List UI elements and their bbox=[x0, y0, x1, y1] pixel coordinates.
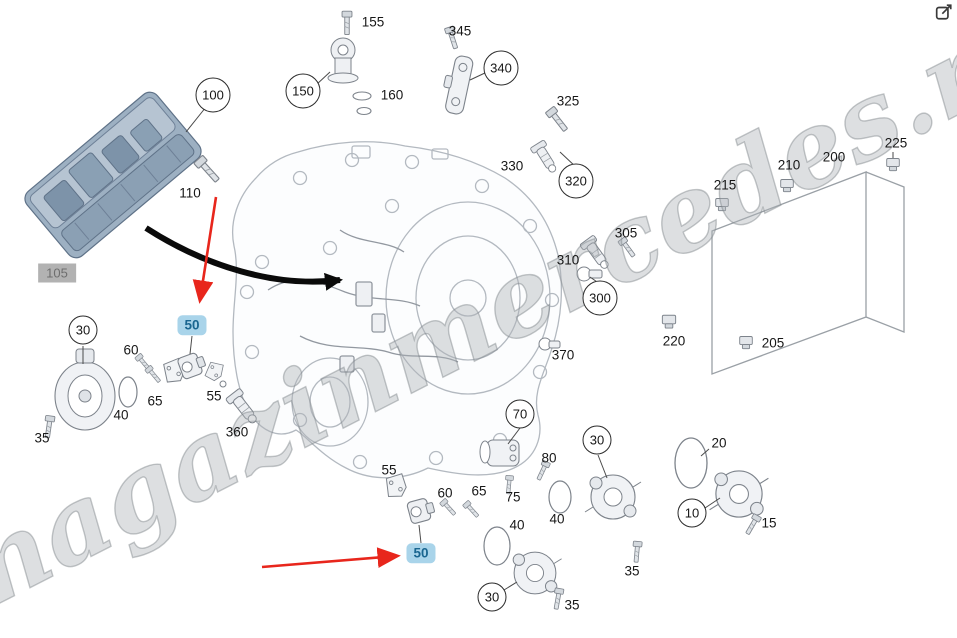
part-callout-75: 75 bbox=[505, 489, 521, 505]
part-callout-50-highlighted[interactable]: 50 bbox=[406, 543, 436, 563]
part-callout-320[interactable]: 320 bbox=[558, 163, 594, 199]
part-callout-105: 105 bbox=[38, 263, 76, 283]
part-callout-150[interactable]: 150 bbox=[285, 73, 321, 109]
part-callout-55: 55 bbox=[381, 462, 397, 478]
open-in-new-icon[interactable] bbox=[935, 3, 953, 21]
part-callout-215: 215 bbox=[713, 177, 737, 193]
part-callout-10[interactable]: 10 bbox=[677, 498, 707, 528]
part-callout-225: 225 bbox=[884, 135, 908, 151]
part-callout-50-highlighted[interactable]: 50 bbox=[177, 315, 207, 335]
part-callout-110: 110 bbox=[179, 185, 201, 201]
red-arrow-top bbox=[192, 196, 218, 304]
panel-200-art bbox=[711, 171, 905, 375]
part-callout-30[interactable]: 30 bbox=[68, 315, 98, 345]
part-callout-300[interactable]: 300 bbox=[582, 280, 618, 316]
part-callout-70[interactable]: 70 bbox=[505, 399, 535, 429]
black-curved-arrow bbox=[144, 225, 343, 291]
small-parts-art bbox=[42, 10, 905, 611]
part-callout-340[interactable]: 340 bbox=[483, 50, 519, 86]
part-callout-370: 370 bbox=[551, 347, 575, 363]
part-callout-30[interactable]: 30 bbox=[477, 582, 507, 612]
valve-body-art bbox=[24, 91, 202, 259]
part-callout-55: 55 bbox=[206, 388, 222, 404]
part-callout-20: 20 bbox=[711, 435, 727, 451]
part-callout-345: 345 bbox=[448, 23, 472, 39]
part-callout-65: 65 bbox=[471, 483, 487, 499]
part-callout-40: 40 bbox=[509, 517, 525, 533]
part-callout-310: 310 bbox=[556, 252, 580, 268]
part-callout-35: 35 bbox=[624, 563, 640, 579]
part-callout-100[interactable]: 100 bbox=[195, 77, 231, 113]
part-callout-330: 330 bbox=[500, 158, 524, 174]
annotation-arrows bbox=[144, 196, 401, 569]
part-callout-360: 360 bbox=[225, 424, 249, 440]
part-callout-305: 305 bbox=[614, 225, 638, 241]
part-callout-220: 220 bbox=[662, 333, 686, 349]
part-callout-35: 35 bbox=[564, 597, 580, 613]
part-callout-40: 40 bbox=[549, 511, 565, 527]
part-callout-15: 15 bbox=[761, 515, 777, 531]
part-callout-40: 40 bbox=[113, 407, 129, 423]
part-callout-155: 155 bbox=[361, 14, 385, 30]
part-callout-210: 210 bbox=[777, 157, 801, 173]
part-callout-205: 205 bbox=[761, 335, 785, 351]
part-callout-80: 80 bbox=[541, 450, 557, 466]
part-callout-65: 65 bbox=[147, 393, 163, 409]
part-callout-160: 160 bbox=[380, 87, 404, 103]
part-callout-60: 60 bbox=[437, 485, 453, 501]
part-callout-325: 325 bbox=[556, 93, 580, 109]
part-callout-200: 200 bbox=[822, 149, 846, 165]
part-callout-30[interactable]: 30 bbox=[582, 425, 612, 455]
part-callout-60: 60 bbox=[123, 342, 139, 358]
red-arrow-bottom bbox=[261, 547, 401, 569]
part-callout-35: 35 bbox=[34, 430, 50, 446]
